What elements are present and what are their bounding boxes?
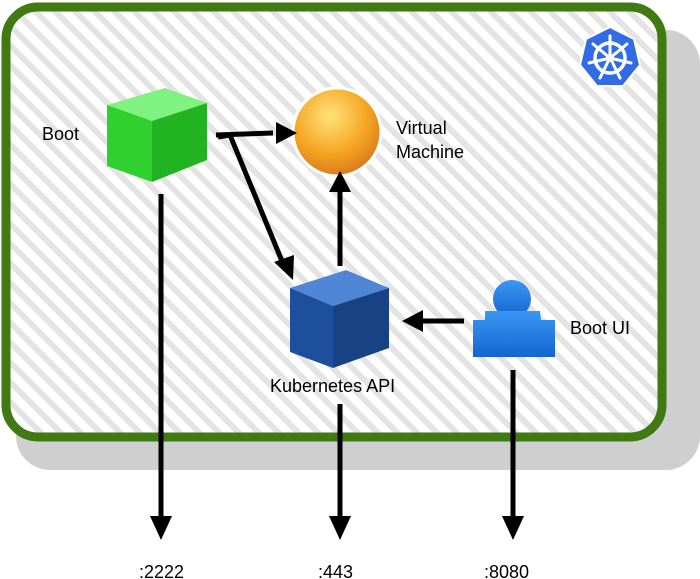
- arrowhead-port-443: [329, 516, 351, 540]
- user-icon: [473, 280, 555, 357]
- cluster-frame: [1, 2, 667, 442]
- port-2222-label: :2222: [139, 562, 184, 579]
- arrowhead-k8s-from-bootui: [402, 310, 423, 332]
- arrow-boot-to-k8s: [217, 132, 287, 267]
- blue-cube-icon: [290, 270, 389, 368]
- port-8080-label: :8080: [484, 562, 529, 579]
- orange-sphere-icon: [291, 86, 383, 178]
- green-cube-icon: [107, 88, 207, 182]
- arrowhead-vm-from-boot: [276, 122, 297, 144]
- kubernetes-helm-icon: [578, 25, 642, 87]
- port-443-label: :443: [318, 562, 353, 579]
- arrowhead-port-2222: [150, 516, 172, 540]
- arrowhead-port-8080: [502, 516, 524, 540]
- vm-label-line1: Virtual: [396, 118, 447, 138]
- boot-ui-label: Boot UI: [570, 318, 630, 338]
- arrowhead-k8s-from-boot: [274, 255, 294, 280]
- boot-label: Boot: [42, 124, 79, 144]
- k8s-api-label: Kubernetes API: [270, 376, 395, 396]
- vm-label-line2: Machine: [396, 142, 464, 162]
- arrowhead-vm-from-k8s: [329, 171, 351, 192]
